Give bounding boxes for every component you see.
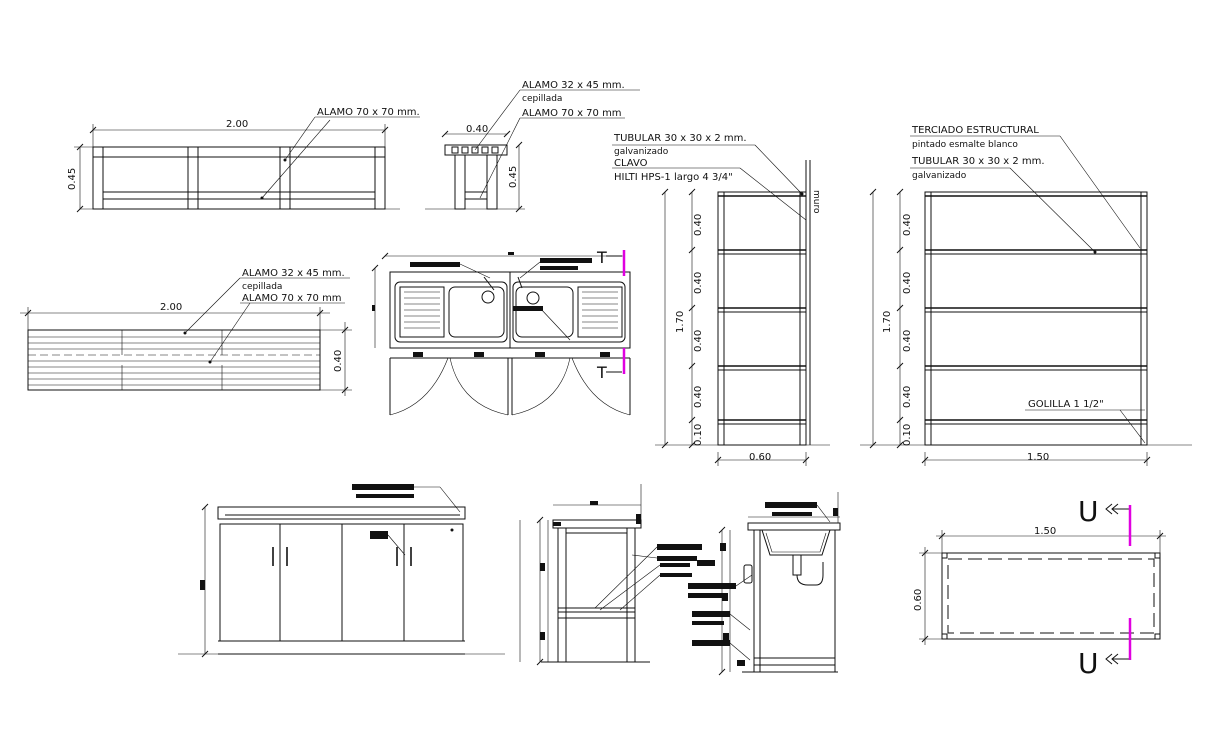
shelf-a-height-dim: 1.70 <box>675 311 686 333</box>
section-mark-u-bottom: U <box>1078 647 1099 680</box>
bench-side-elevation: 0.40 0.45 ALAMO 32 x 45 mm. cepillada AL… <box>425 80 640 213</box>
label-pintado: pintado esmalte blanco <box>912 140 1018 150</box>
label-alamo-70-a: ALAMO 70 x 70 mm. <box>317 107 420 118</box>
label-alamo-32-b: ALAMO 32 x 45 mm. <box>242 268 345 279</box>
section-mark-t-top: T <box>596 248 607 267</box>
label-alamo-32-a: ALAMO 32 x 45 mm. <box>522 80 625 91</box>
bench-side-width-dim: 0.40 <box>466 124 488 135</box>
bench-top-length-dim: 2.00 <box>160 302 182 313</box>
cabinet-side-section <box>519 484 715 666</box>
shelf-b-height-dim: 1.70 <box>882 311 893 333</box>
label-galvanizado-b: galvanizado <box>912 171 967 181</box>
cabinet-front-elevation <box>178 484 505 658</box>
label-cepillada-b: cepillada <box>242 282 282 292</box>
shelf-a-level-3: 0.40 <box>693 330 704 352</box>
bench-top-plan: 2.00 0.40 ALAMO 32 x 45 mm. cepillada AL… <box>20 268 352 396</box>
plan-width-dim: 0.60 <box>913 589 924 611</box>
label-alamo-70-b: ALAMO 70 x 70 mm <box>522 108 622 119</box>
label-hilti: HILTI HPS-1 largo 4 3/4" <box>614 172 733 183</box>
label-clavo: CLAVO <box>614 158 648 169</box>
shelf-b-level-4: 0.40 <box>902 386 913 408</box>
label-golilla: GOLILLA 1 1/2" <box>1028 399 1104 410</box>
label-muro: muro <box>811 190 821 214</box>
shelf-front-elevation: 0.40 0.40 0.40 0.40 0.10 1.70 1.50 TERCI… <box>860 125 1192 466</box>
section-mark-t-bottom: T <box>596 363 607 382</box>
shelf-a-level-5: 0.10 <box>693 424 704 446</box>
shelf-b-level-5: 0.10 <box>902 424 913 446</box>
sink-cabinet-section <box>688 492 841 676</box>
shelf-b-level-2: 0.40 <box>902 272 913 294</box>
shelf-b-width-dim: 1.50 <box>1027 452 1049 463</box>
label-terciado: TERCIADO ESTRUCTURAL <box>911 125 1039 136</box>
shelf-a-width-dim: 0.60 <box>749 452 771 463</box>
shelf-b-level-1: 0.40 <box>902 214 913 236</box>
section-mark-u-top: U <box>1078 495 1099 528</box>
plan-length-dim: 1.50 <box>1034 526 1056 537</box>
shelf-side-elevation: 0.40 0.40 0.40 0.40 0.10 1.70 0.60 TUBUL… <box>612 133 830 466</box>
label-alamo-70-c: ALAMO 70 x 70 mm <box>242 293 342 304</box>
bench-length-dim: 2.00 <box>226 119 248 130</box>
bench-top-width-dim: 0.40 <box>333 350 344 372</box>
label-galvanizado-a: galvanizado <box>614 147 669 157</box>
sink-plan: T T <box>371 248 631 416</box>
label-tubular-a: TUBULAR 30 x 30 x 2 mm. <box>613 133 747 144</box>
shelf-b-level-3: 0.40 <box>902 330 913 352</box>
label-cepillada-a: cepillada <box>522 94 562 104</box>
shelf-a-level-4: 0.40 <box>693 386 704 408</box>
bench-height-dim: 0.45 <box>67 168 78 190</box>
bench-side-height-dim: 0.45 <box>508 166 519 188</box>
bench-front-elevation: 2.00 0.45 ALAMO 70 x 70 mm. <box>67 107 420 213</box>
shelf-a-level-1: 0.40 <box>693 214 704 236</box>
label-tubular-b: TUBULAR 30 x 30 x 2 mm. <box>911 156 1045 167</box>
shelf-a-level-2: 0.40 <box>693 272 704 294</box>
table-plan: 1.50 0.60 U U <box>913 495 1166 680</box>
